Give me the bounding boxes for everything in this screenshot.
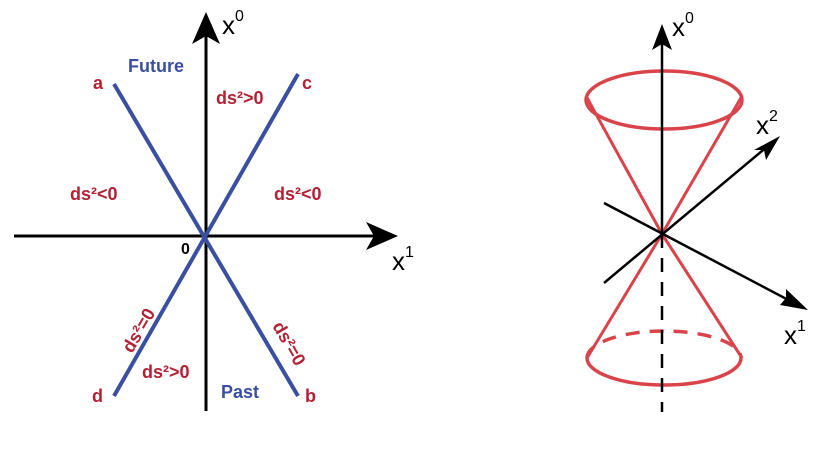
null-label-right: ds²=0 <box>269 318 310 369</box>
cone-side-top-right <box>660 95 744 235</box>
x0-axis-label: x0 <box>222 8 244 40</box>
x2-axis-3d-arrowhead <box>754 136 780 160</box>
interval-label-right: ds²<0 <box>274 184 322 204</box>
x1-axis-3d <box>603 201 797 306</box>
null-line-a-b <box>112 82 300 398</box>
future-label: Future <box>128 56 184 76</box>
spacetime-diagram: x0 x1 0 Future Past ds²>0 ds²<0 ds²<0 ds… <box>14 8 414 411</box>
past-cone-rim-front <box>585 357 743 387</box>
x1-axis-arrowhead <box>366 222 398 250</box>
interval-label-future: ds²>0 <box>216 88 264 108</box>
x0-axis-3d-arrowhead <box>652 24 672 50</box>
interval-label-left: ds²<0 <box>70 184 118 204</box>
null-line-d-c <box>112 73 300 397</box>
interval-label-past: ds²>0 <box>142 362 190 382</box>
x2-axis-3d-label: x2 <box>756 108 778 140</box>
future-cone-rim <box>584 69 744 131</box>
point-d-label: d <box>92 386 103 406</box>
cone-side-top-left <box>584 95 664 235</box>
x0-axis-arrowhead <box>192 12 220 44</box>
x0-axis-3d-label: x0 <box>672 10 694 42</box>
point-a-label: a <box>93 73 104 93</box>
past-cone-rim-back <box>585 329 743 359</box>
point-b-label: b <box>305 386 316 406</box>
past-label: Past <box>221 382 259 402</box>
x2-axis-3d <box>603 145 769 284</box>
cone-side-bottom-right <box>660 233 744 359</box>
light-cone-3d: x0 x2 x1 <box>584 10 808 412</box>
origin-label: 0 <box>181 241 190 258</box>
point-c-label: c <box>302 73 312 93</box>
cone-side-bottom-left <box>585 233 664 359</box>
x1-axis-3d-label: x1 <box>784 318 806 350</box>
x1-axis-label: x1 <box>392 244 414 276</box>
x1-axis-3d-arrowhead <box>780 289 808 310</box>
